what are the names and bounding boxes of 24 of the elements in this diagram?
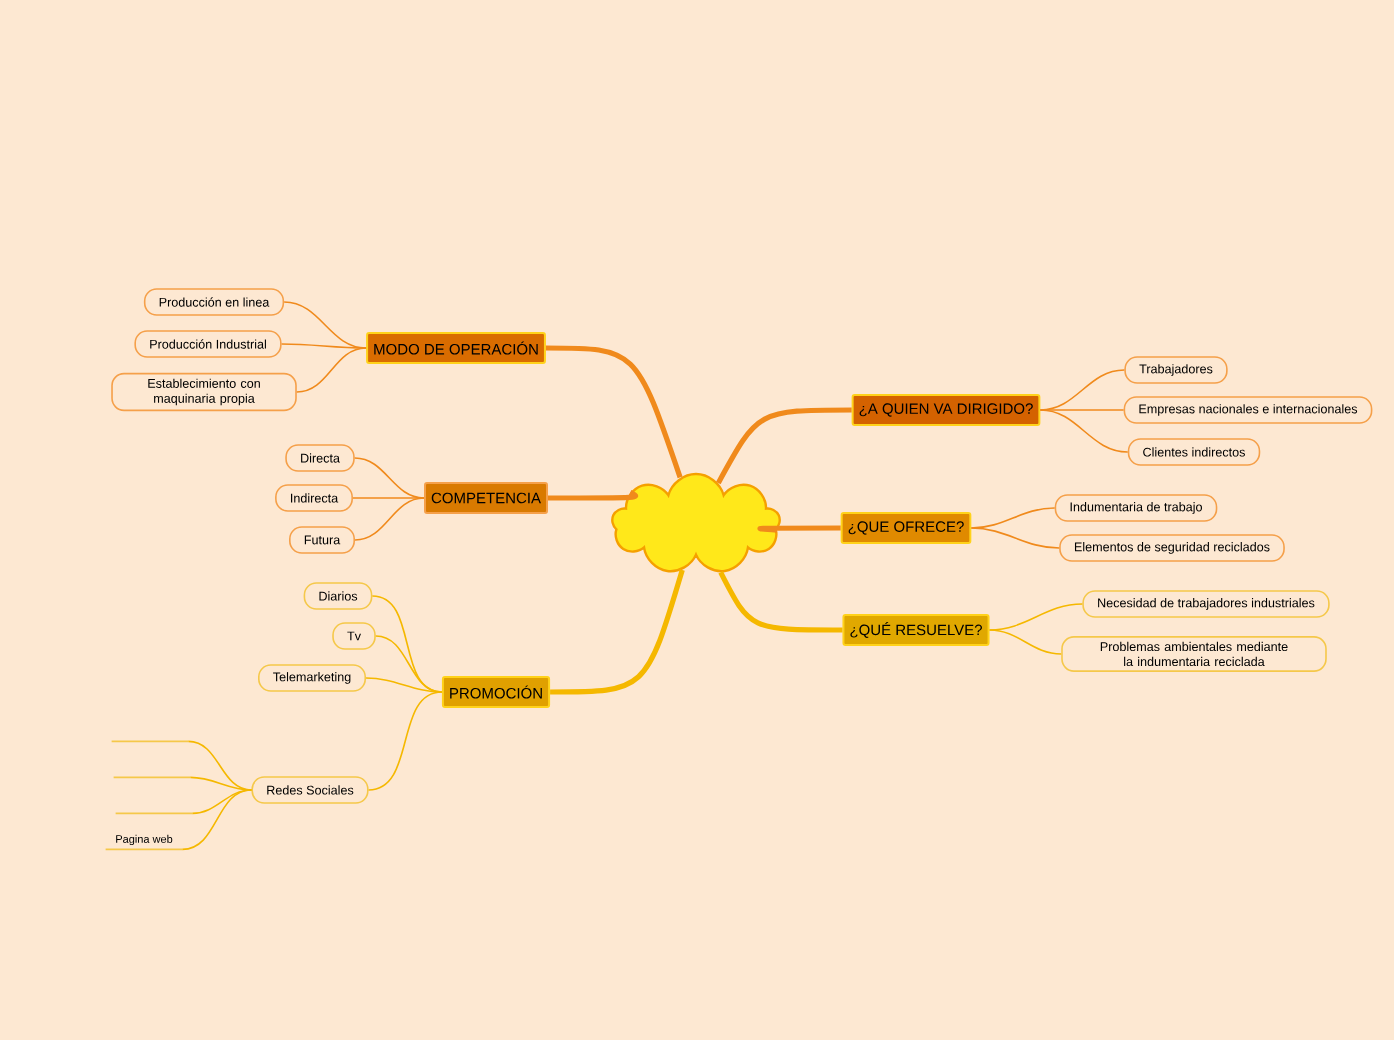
branch-line (352, 497, 425, 499)
branch-line (1039, 409, 1125, 411)
branch-line (550, 569, 685, 695)
branch-line (545, 345, 683, 479)
branch-line (354, 497, 425, 541)
branch-line (548, 490, 637, 501)
branch-line (191, 789, 253, 815)
branch-line (280, 343, 367, 349)
branch-line (189, 776, 253, 791)
underline (110, 740, 190, 743)
branch-line (718, 571, 843, 633)
branch-line (181, 789, 253, 851)
branch-line (759, 525, 841, 533)
branch-line (296, 347, 367, 393)
branch-line (988, 629, 1062, 655)
cloud-shape (611, 472, 781, 573)
underline (112, 776, 192, 779)
underline (114, 812, 194, 815)
branch-line (970, 507, 1056, 529)
branch-line (1039, 409, 1129, 453)
branch-line (716, 407, 852, 485)
branch-line (970, 527, 1060, 549)
branch-line (367, 691, 443, 791)
branch-line (365, 677, 443, 693)
